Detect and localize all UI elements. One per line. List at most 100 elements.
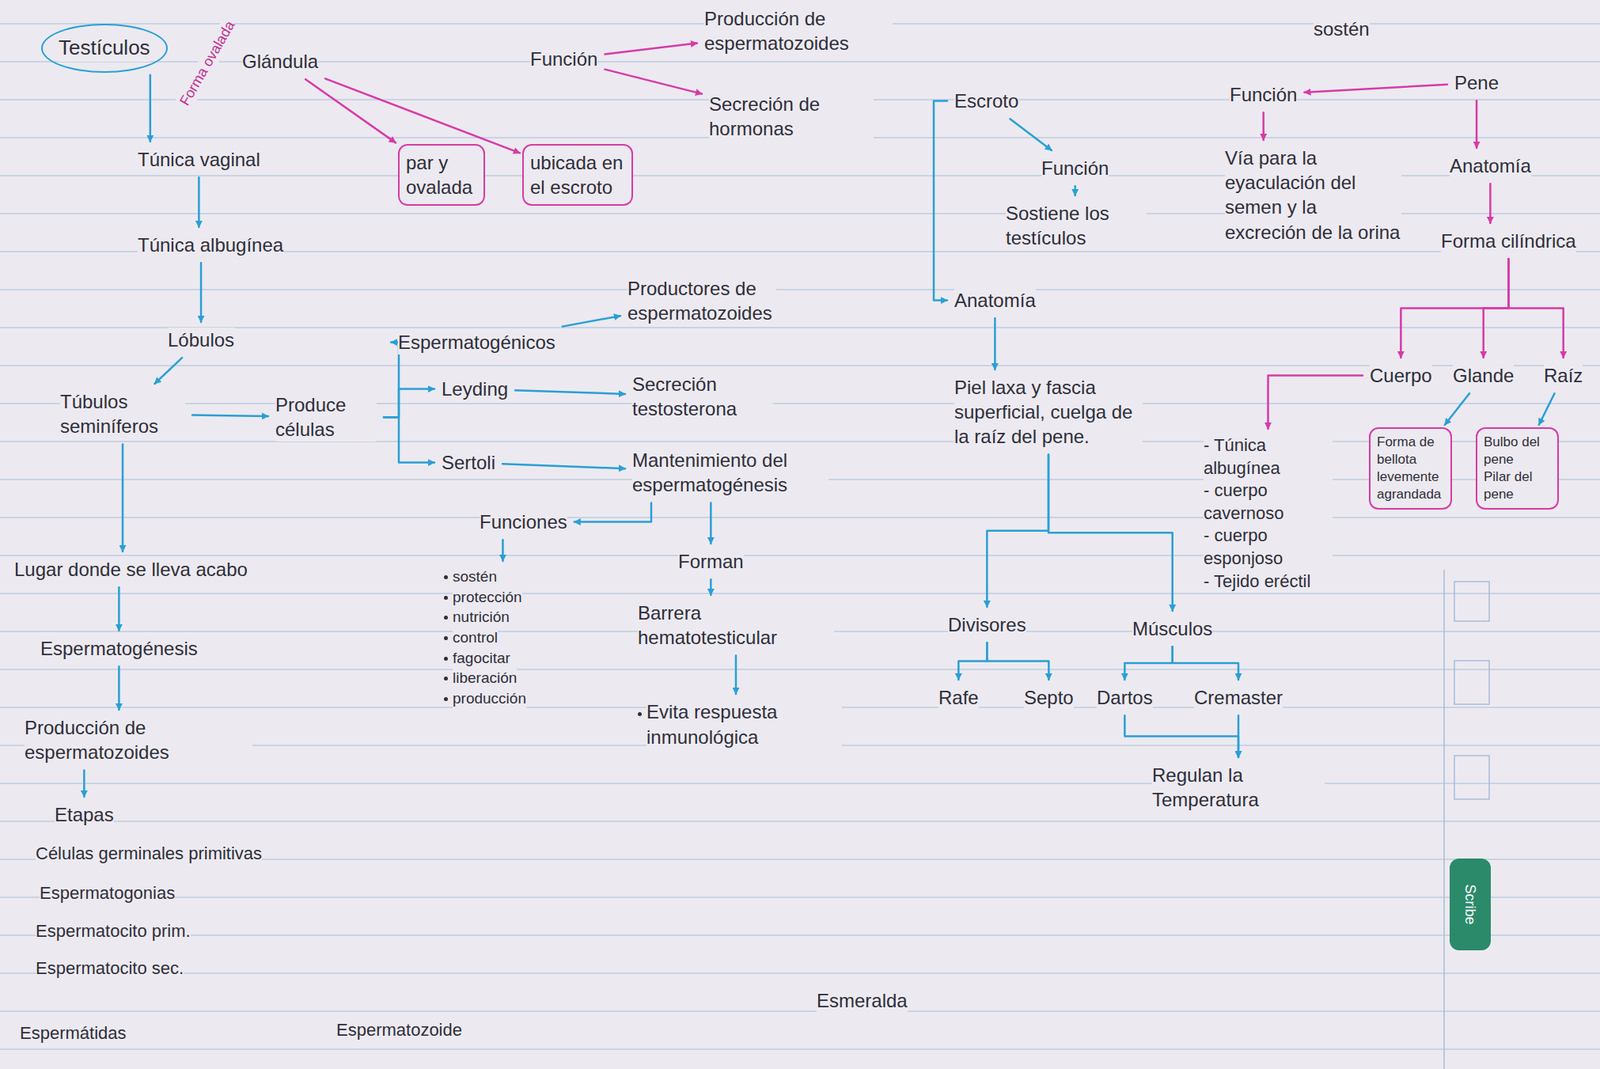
node-text: producción [452,688,527,710]
pink-box: par y ovalada [398,144,486,206]
node-text: - Túnica albugínea [1203,434,1333,480]
connector-arrow [383,342,399,418]
connector-arrow [709,579,713,596]
connector-arrow [1483,258,1510,358]
handwritten-node: Anatomía [949,284,1041,316]
handwritten-node: Función [1036,152,1114,184]
handwritten-node: Funciones [474,506,573,538]
handwritten-node: Sertoli [436,447,501,478]
paper-rule [0,326,1600,328]
node-text: protección [452,587,523,608]
paper-rule [0,402,1600,404]
pink-box: Forma de bellota levemente agrandada [1368,427,1453,510]
node-text: Etapas [54,802,114,827]
node-text: Secreción de hormonas [709,91,874,141]
bullet-row: producción [443,688,527,710]
connector-arrow [709,502,713,544]
handwritten-node: Función [525,43,603,75]
bullet-dot [443,575,448,580]
node-text: Función [1041,155,1109,181]
connector-arrow [192,415,269,417]
node-text: Cuerpo [1369,363,1433,388]
node-text: Septo [1023,685,1074,710]
node-text: Lugar donde se lleva acabo [14,557,248,582]
connector-arrow [993,318,997,370]
node-text: Piel laxa y fascia superficial, cuelga d… [954,375,1143,450]
node-text: Espermatogénesis [40,636,198,661]
node-text: Produce células [275,392,377,442]
handwritten-node: Espermatogénesis [35,633,203,664]
handwritten-label: Forma ovalada [175,17,239,109]
handwritten-node: Producción de espermatozoides [19,712,258,768]
node-text: Barrera hematotesticular [637,600,835,650]
handwritten-node: Glándula [237,45,323,77]
node-text: Dartos [1096,685,1153,710]
connector-arrow [1237,715,1240,758]
node-text: Leyding [441,376,509,402]
node-text: Forma cilíndrica [1440,228,1577,254]
handwritten-label: Espermatocito sec. [35,957,184,980]
handwritten-node: - Túnica albugínea- cuerpo cavernoso- cu… [1198,431,1338,596]
node-text: sostén [452,566,497,588]
handwritten-node: Forma cilíndrica [1436,225,1582,257]
handwritten-node: Leyding [436,373,513,405]
connector-arrow [986,642,1049,680]
connector-arrow [1475,100,1479,148]
node-text: Raíz [1543,363,1583,388]
handwritten-label: Esmeralda [816,989,908,1013]
handwritten-node: Producción de espermatozoides [699,3,898,59]
connector-arrow [1304,84,1448,93]
date-square [1454,755,1490,800]
handwritten-label: sostén [1313,17,1370,42]
handwritten-node: Cuerpo [1364,360,1437,391]
date-square [1454,581,1490,622]
handwritten-node: Mantenimiento del espermatogénesis [627,444,834,501]
connector-arrow [933,101,948,301]
paper-rules [0,23,1600,1050]
node-text: Rafe [938,685,979,710]
connector-arrow [1508,258,1563,358]
handwritten-node: Glande [1448,360,1519,391]
handwritten-label: Espermatogonias [39,882,175,905]
circled-topic: Testículos [41,23,168,73]
node-text: Función [1229,82,1297,107]
node-text: Regulan la Temperatura [1152,762,1325,812]
node-text: Pilar del pene [1483,468,1551,504]
node-text: Lóbulos [167,327,235,353]
bullet-dot [443,656,448,661]
node-text: Glándula [242,49,319,74]
node-text: - Tejido eréctil [1203,570,1333,594]
node-text: Anatomía [1449,153,1532,179]
paper-rule [0,972,1600,974]
handwritten-node: Secreción testosterona [627,368,778,425]
node-text: nutrición [452,606,510,628]
node-text: Producción de espermatozoides [704,6,893,56]
brand-logo [1449,858,1491,951]
brand-text: Scribe [1461,883,1480,925]
connector-arrow [154,357,182,384]
paper-rule [0,820,1600,822]
connector-arrow [562,315,621,327]
bullet-row: nutrición [443,606,527,628]
connector-arrow [149,75,152,142]
paper-rule [0,516,1600,518]
handwritten-node: Lugar donde se lleva acabo [9,553,253,585]
pink-box: ubicada en el escroto [522,144,634,206]
connector-arrow [1268,375,1364,429]
margin-line [1443,569,1445,1069]
node-text: Túnica vaginal [137,147,261,172]
connector-arrow [83,769,86,797]
connector-arrow [1444,393,1470,425]
handwritten-node: Vía para la eyaculación del semen y la e… [1220,142,1407,248]
connector-arrow [200,262,203,323]
bullet-dot [443,595,448,600]
connector-arrow [1172,646,1239,680]
handwritten-node: Divisores [943,609,1032,641]
paper-rule [0,554,1600,556]
node-text: Evita respuesta inmunológica [646,699,842,751]
node-text: Funciones [479,509,568,535]
node-text: Túnica albugínea [137,232,284,258]
node-text: Mantenimiento del espermatogénesis [632,447,829,497]
handwritten-label: Células germinales primitivas [35,842,262,865]
handwritten-node: Pene [1449,67,1504,99]
